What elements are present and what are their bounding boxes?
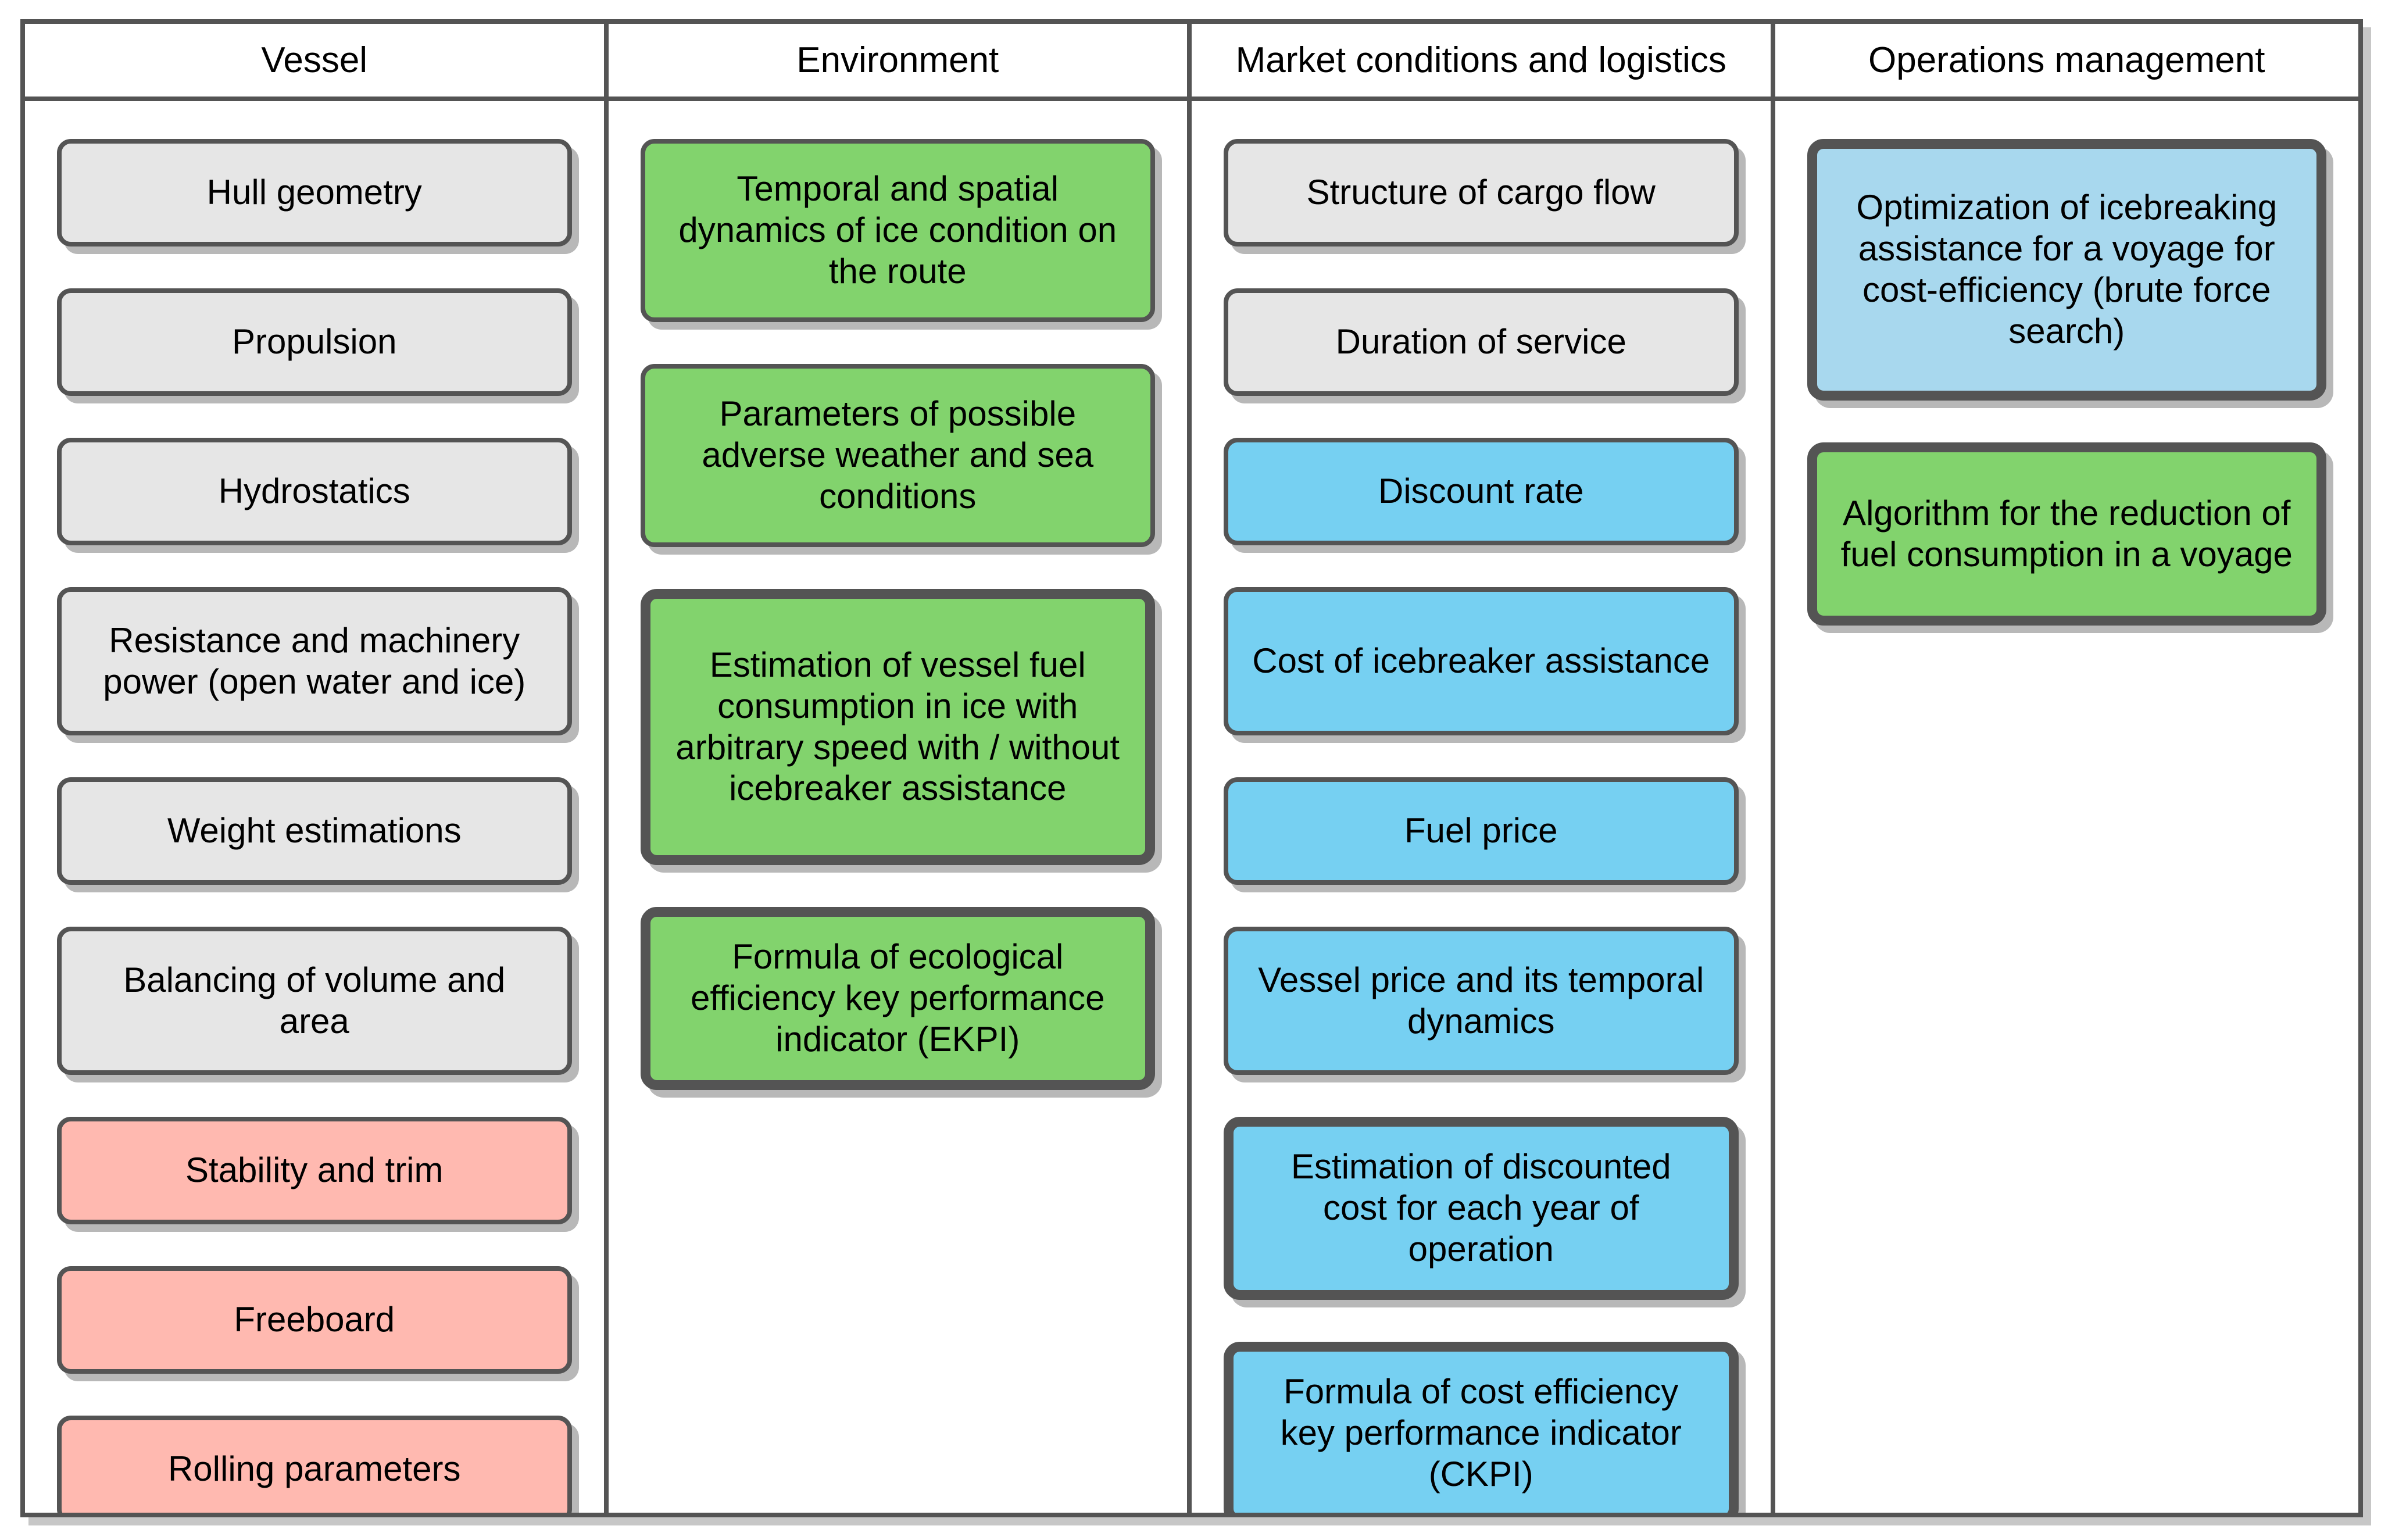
- column-vessel: Hull geometry Propulsion Hydrostatics Re…: [25, 101, 609, 1513]
- swimlane-table: Vessel Environment Market conditions and…: [20, 19, 2363, 1517]
- box-hull-geometry: Hull geometry: [57, 139, 572, 246]
- box-icebreaking-optimization: Optimization of icebreaking assistance f…: [1807, 139, 2326, 401]
- column-environment: Temporal and spatial dynamics of ice con…: [608, 101, 1192, 1513]
- column-header-vessel-label: Vessel: [261, 40, 368, 80]
- box-fuel-consumption-estimation: Estimation of vessel fuel consumption in…: [640, 589, 1155, 865]
- box-discount-rate: Discount rate: [1224, 438, 1739, 545]
- box-discounted-cost-estimation: Estimation of discounted cost for each y…: [1224, 1117, 1739, 1300]
- box-resistance-machinery-power: Resistance and machinery power (open wat…: [57, 587, 572, 735]
- box-vessel-price-dynamics: Vessel price and its temporal dynamics: [1224, 927, 1739, 1075]
- box-stability-and-trim: Stability and trim: [57, 1117, 572, 1224]
- column-header-market: Market conditions and logistics: [1192, 24, 1775, 101]
- box-icebreaker-assistance-cost: Cost of icebreaker assistance: [1224, 587, 1739, 735]
- box-fuel-price: Fuel price: [1224, 777, 1739, 885]
- box-rolling-parameters: Rolling parameters: [57, 1416, 572, 1513]
- column-header-environment: Environment: [608, 24, 1192, 101]
- box-duration-of-service: Duration of service: [1224, 288, 1739, 396]
- column-header-vessel: Vessel: [25, 24, 609, 101]
- box-cargo-flow-structure: Structure of cargo flow: [1224, 139, 1739, 246]
- box-ckpi-formula: Formula of cost efficiency key performan…: [1224, 1342, 1739, 1513]
- column-operations: Optimization of icebreaking assistance f…: [1775, 101, 2358, 1513]
- box-ice-condition-dynamics: Temporal and spatial dynamics of ice con…: [640, 139, 1155, 322]
- column-market: Structure of cargo flow Duration of serv…: [1192, 101, 1775, 1513]
- box-hydrostatics: Hydrostatics: [57, 438, 572, 545]
- column-header-operations-label: Operations management: [1868, 40, 2265, 80]
- box-propulsion: Propulsion: [57, 288, 572, 396]
- box-ekpi-formula: Formula of ecological efficiency key per…: [640, 907, 1155, 1090]
- box-fuel-reduction-algorithm: Algorithm for the reduction of fuel cons…: [1807, 442, 2326, 626]
- column-header-environment-label: Environment: [796, 40, 999, 80]
- box-adverse-weather-parameters: Parameters of possible adverse weather a…: [640, 364, 1155, 547]
- column-header-operations: Operations management: [1775, 24, 2358, 101]
- box-freeboard: Freeboard: [57, 1266, 572, 1374]
- box-weight-estimations: Weight estimations: [57, 777, 572, 885]
- box-balancing-volume-area: Balancing of volume and area: [57, 927, 572, 1075]
- column-header-market-label: Market conditions and logistics: [1235, 40, 1726, 80]
